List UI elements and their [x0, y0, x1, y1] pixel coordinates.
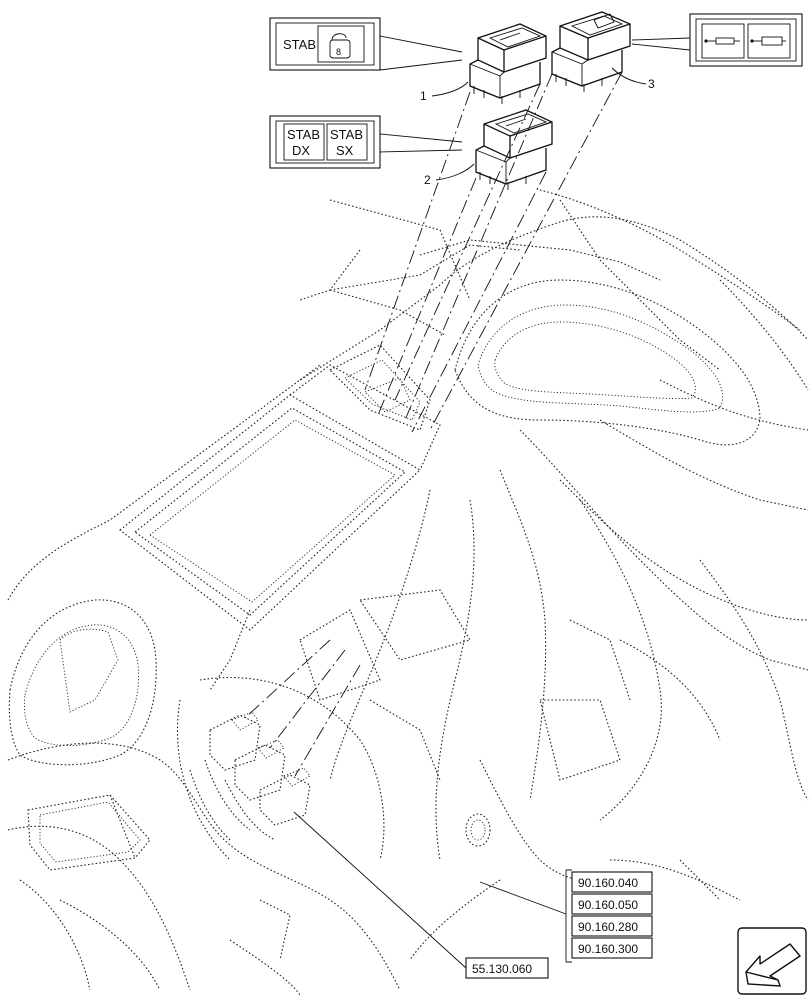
reference-connector-code: 55.130.060 [472, 962, 532, 976]
callout-3-number: 3 [648, 77, 655, 91]
callout-2-number: 2 [424, 173, 431, 187]
cylinder-retracted-icon [704, 37, 740, 45]
rocker-switch-2 [475, 109, 553, 190]
reference-group-code-2: 90.160.050 [578, 898, 638, 912]
symbol-2-left-top: STAB [287, 127, 320, 142]
symbol-panel-3 [631, 13, 803, 67]
symbol-2-right-bottom: SX [336, 143, 354, 158]
lock-icon [329, 33, 351, 59]
symbol-panel-1: STAB 8 [269, 17, 463, 71]
symbol-2-left-bottom: DX [292, 143, 310, 158]
symbol-panel-2: STAB DX STAB SX [269, 115, 463, 169]
cylinder-extended-icon [750, 36, 786, 46]
callout-3: 3 [611, 67, 655, 91]
rocker-switch-1 [469, 23, 547, 104]
reference-connector: 55.130.060 [293, 811, 549, 979]
callout-1: 1 [420, 81, 469, 103]
reference-group: 90.160.040 90.160.050 90.160.280 90.160.… [479, 869, 653, 963]
reference-group-code-4: 90.160.300 [578, 942, 638, 956]
symbol-1-text: STAB [283, 37, 316, 52]
callout-1-number: 1 [420, 89, 427, 103]
reference-group-code-1: 90.160.040 [578, 876, 638, 890]
callout-2: 2 [424, 163, 475, 187]
rocker-switch-3 [551, 11, 631, 92]
reference-group-code-3: 90.160.280 [578, 920, 638, 934]
dashboard-body [7, 189, 809, 996]
connector-cluster [189, 711, 311, 841]
back-arrow-icon[interactable] [737, 927, 807, 995]
symbol-1-glyph: 8 [336, 47, 341, 57]
assembly-projection-lines [244, 71, 623, 777]
symbol-2-right-top: STAB [330, 127, 363, 142]
